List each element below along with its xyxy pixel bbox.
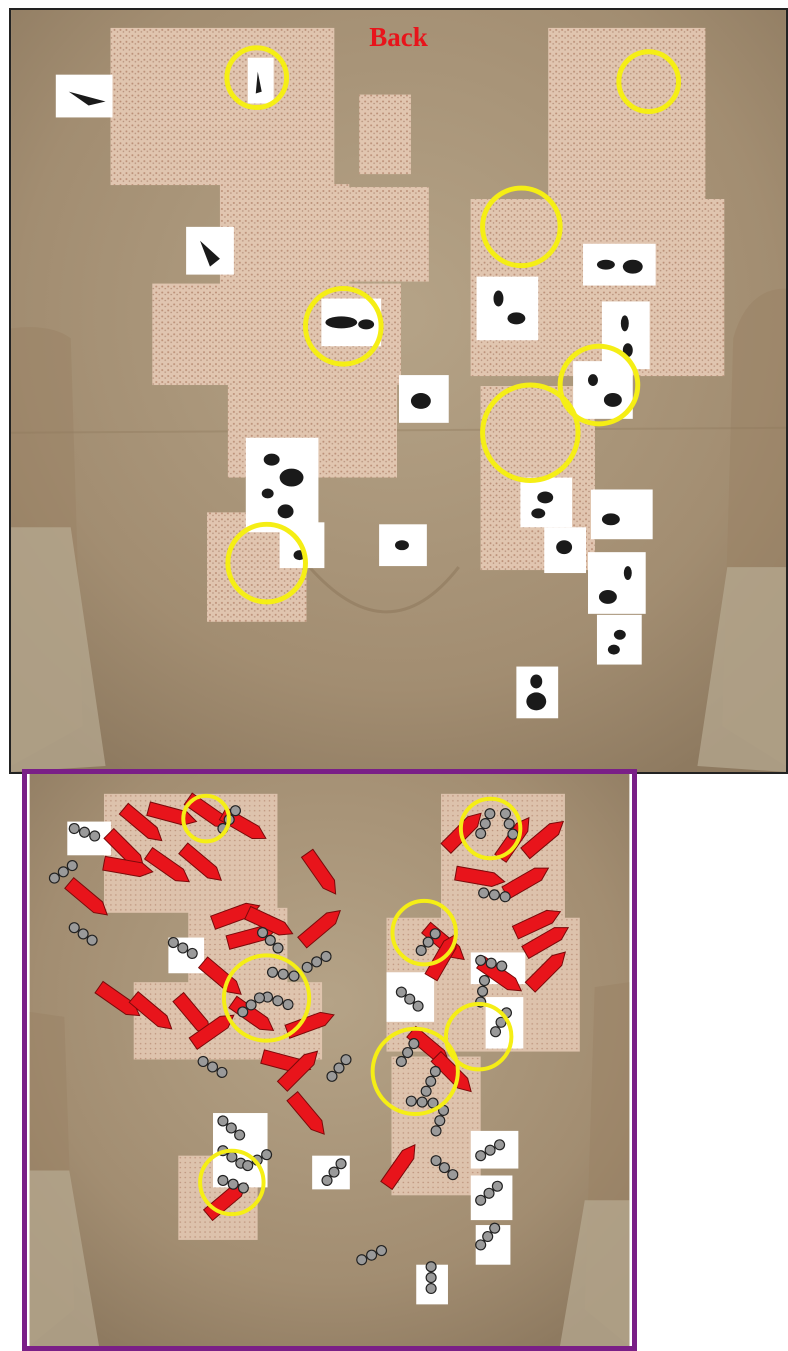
cloth-back-annotated-image: [27, 774, 632, 1346]
bloodstain-silhouette: [399, 375, 449, 423]
bloodstain-silhouette: [56, 75, 113, 118]
bloodstain-silhouette: [516, 667, 558, 719]
bloodstain-silhouette: [186, 227, 234, 275]
cloth-back-image: [11, 10, 786, 772]
bloodstain-silhouette: [248, 58, 274, 104]
bloodstain-silhouette: [583, 244, 656, 286]
bloodstain-silhouette: [588, 552, 646, 614]
back-label: Back: [11, 22, 786, 53]
bloodstain-silhouette: [477, 277, 539, 341]
bloodstain-silhouette: [520, 478, 572, 528]
bloodstain-silhouette: [573, 361, 633, 419]
direction-map-panel: [22, 769, 637, 1351]
bloodstain-silhouette: [379, 524, 427, 566]
bloodstain-silhouette: [597, 615, 642, 665]
bloodstain-silhouette: [544, 527, 586, 573]
droplet-chain: [406, 1096, 438, 1109]
back-photo-panel: Back: [9, 8, 788, 774]
droplet-chain: [426, 1262, 436, 1294]
bloodstain-silhouette: [246, 438, 319, 533]
bloodstain-silhouette: [591, 489, 653, 539]
